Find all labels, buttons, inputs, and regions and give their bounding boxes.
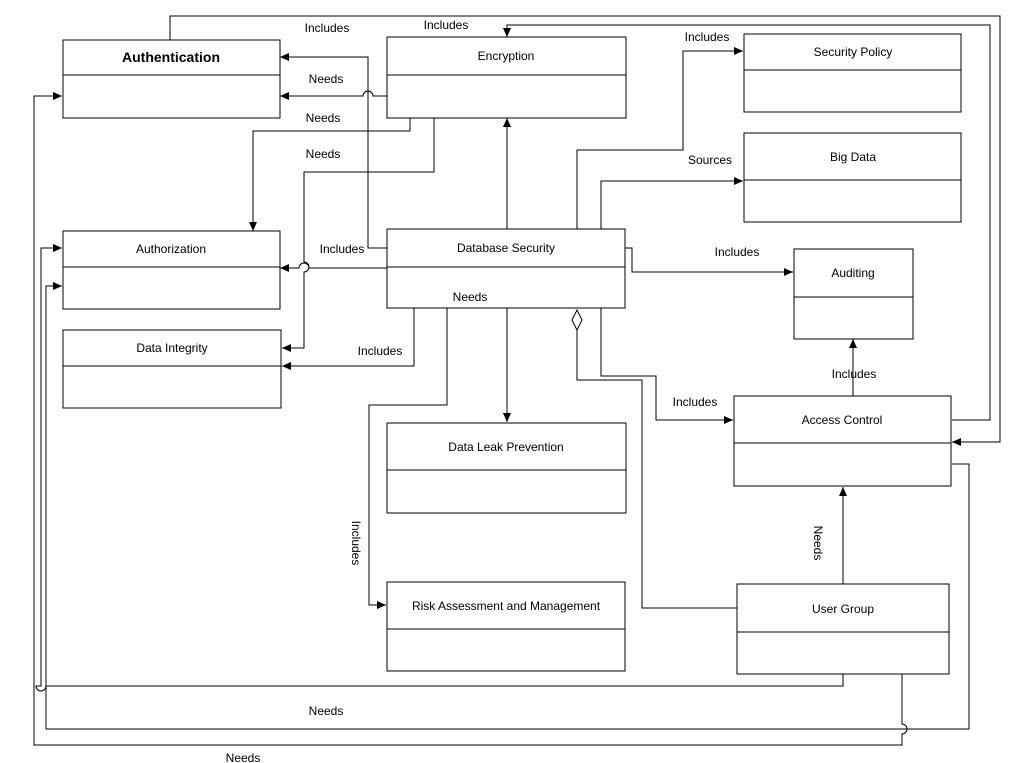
box-access-control-title: Access Control: [802, 413, 883, 427]
box-user-group-title: User Group: [812, 602, 874, 616]
box-data-leak-prevention: Data Leak Prevention: [386, 422, 627, 514]
box-auditing: Auditing: [793, 248, 914, 340]
box-data-integrity: Data Integrity: [62, 329, 282, 409]
edge-authentication-access-control: [169, 15, 1001, 446]
box-big-data: Big Data: [743, 132, 962, 223]
edge-database-security-big-data: [600, 177, 743, 229]
box-data-leak-prevention-title: Data Leak Prevention: [448, 440, 563, 454]
box-encryption: Encryption: [386, 36, 627, 119]
label-includes-integrity: Includes: [358, 344, 403, 358]
label-needs-enc-authz: Needs: [306, 111, 341, 125]
box-authorization: Authorization: [62, 230, 281, 310]
edge-database-security-auditing: [625, 247, 793, 276]
box-database-security: Database Security: [386, 228, 626, 309]
box-authorization-title: Authorization: [136, 242, 206, 256]
box-access-control: Access Control: [733, 395, 952, 487]
box-risk-assessment-title: Risk Assessment and Management: [412, 599, 601, 613]
box-authentication: Authentication: [62, 39, 281, 119]
label-includes-policy: Includes: [685, 30, 730, 44]
label-includes-db-authz: Includes: [320, 242, 365, 256]
label-needs-db: Needs: [453, 290, 488, 304]
label-needs-bottom-1: Needs: [309, 704, 344, 718]
label-includes-db-access: Includes: [673, 395, 718, 409]
label-includes-risk: Includes: [349, 521, 363, 566]
edge-access-control-authorization: [45, 282, 970, 730]
box-big-data-title: Big Data: [830, 150, 876, 164]
edge-database-security-data-integrity: [282, 308, 415, 370]
edge-user-group-authentication: [33, 92, 908, 746]
label-includes-top-auth: Includes: [305, 21, 350, 35]
edge-database-security-access-control: [600, 308, 733, 424]
aggregation-diamond: [571, 308, 583, 332]
edge-encryption-authorization: [249, 118, 411, 231]
edge-database-security-authorization: [280, 262, 387, 272]
edge-encryption-authentication: [280, 90, 387, 100]
label-needs-enc-integrity: Needs: [306, 147, 341, 161]
label-includes-top-access: Includes: [424, 18, 469, 32]
box-encryption-title: Encryption: [478, 49, 535, 63]
box-authentication-title: Authentication: [122, 49, 220, 65]
label-includes-auditing: Includes: [715, 245, 760, 259]
box-user-group: User Group: [736, 583, 950, 675]
label-sources-bigdata: Sources: [688, 153, 732, 167]
label-needs-usergroup-access: Needs: [811, 526, 825, 561]
box-database-security-title: Database Security: [457, 241, 555, 255]
box-risk-assessment: Risk Assessment and Management: [386, 581, 626, 672]
edge-user-group-database-security: [576, 330, 737, 609]
box-data-integrity-title: Data Integrity: [136, 341, 207, 355]
edge-database-security-authentication: [280, 53, 387, 249]
box-auditing-title: Auditing: [831, 266, 874, 280]
edge-database-security-security-policy: [576, 47, 743, 229]
label-includes-access-auditing: Includes: [832, 367, 877, 381]
edge-database-security-risk-assessment: [368, 308, 448, 609]
label-needs-bottom-2: Needs: [226, 751, 261, 763]
box-security-policy: Security Policy: [743, 33, 962, 113]
edge-access-control-encryption: [503, 24, 991, 421]
box-security-policy-title: Security Policy: [814, 45, 893, 59]
label-needs-enc-auth: Needs: [309, 72, 344, 86]
